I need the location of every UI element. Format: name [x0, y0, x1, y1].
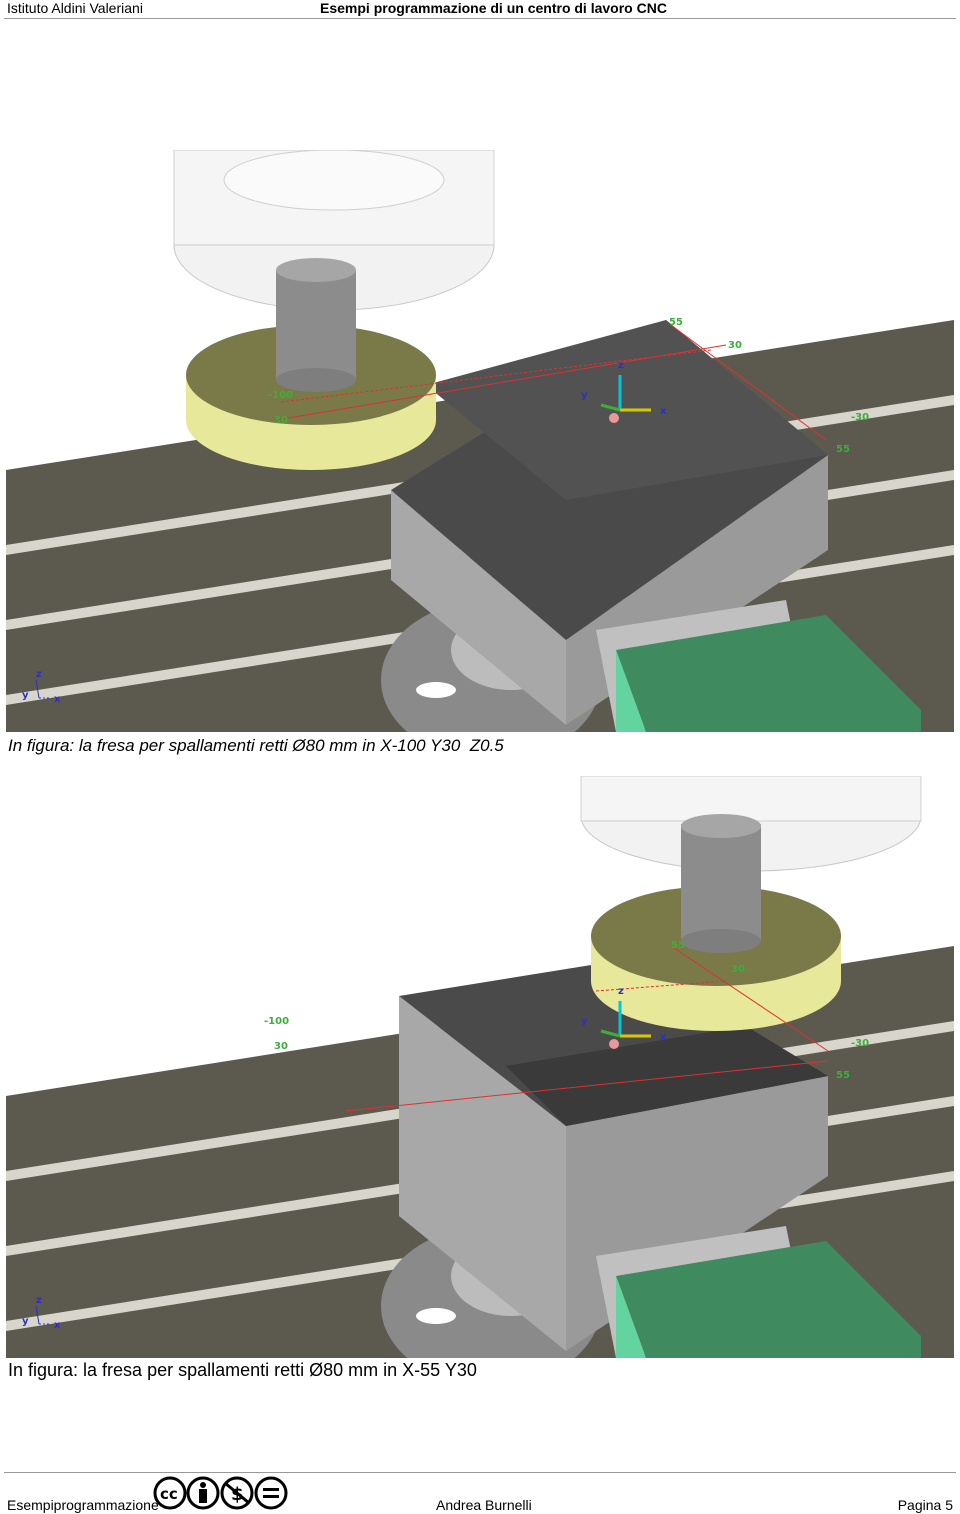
origin-axes-gizmo: z y x — [581, 360, 667, 423]
figure-caption-2: In figura: la fresa per spallamenti rett… — [8, 1360, 477, 1380]
cc-icon: cc — [153, 1476, 187, 1510]
license-badge: cc $ — [153, 1476, 288, 1510]
label-55-top: 55 — [669, 317, 683, 328]
nd-icon — [254, 1476, 288, 1510]
label-30-top: 30 — [728, 340, 742, 351]
label-55-top: 55 — [671, 940, 685, 951]
svg-text:y: y — [581, 1016, 588, 1027]
origin-axes-gizmo: z y x — [581, 986, 667, 1049]
toolpath-line — [670, 324, 827, 441]
label-neg100: -100 — [264, 1016, 289, 1027]
svg-text:x: x — [660, 1032, 667, 1043]
svg-text:cc: cc — [160, 1485, 178, 1503]
view-axes-icon: z y x — [22, 669, 61, 705]
svg-text:z: z — [36, 1295, 42, 1306]
header-divider — [4, 18, 956, 19]
label-55-right: 55 — [836, 444, 850, 455]
toolpath-line — [670, 945, 829, 1052]
toolpath-line — [345, 1060, 829, 1112]
label-30-left: 30 — [274, 1041, 288, 1052]
svg-text:z: z — [36, 669, 42, 680]
svg-text:y: y — [22, 1316, 29, 1327]
label-30-left: 30 — [274, 415, 288, 426]
svg-text:y: y — [22, 690, 29, 701]
header-school: Istituto Aldini Valeriani — [7, 0, 143, 16]
view-axes-icon: z y x — [22, 1295, 61, 1331]
footer-author: Andrea Burnelli — [436, 1497, 532, 1513]
label-neg30: -30 — [851, 1038, 869, 1049]
vise-jaw — [616, 1241, 921, 1358]
label-neg100: -100 — [268, 390, 293, 401]
workpiece-side — [399, 996, 566, 1351]
svg-text:z: z — [618, 360, 624, 371]
nc-icon: $ — [220, 1476, 254, 1510]
header-title: Esempi programmazione di un centro di la… — [320, 0, 667, 16]
svg-text:y: y — [581, 390, 588, 401]
workpiece-side — [391, 490, 566, 725]
figure-cnc-simulation-1: 55 30 -30 55 -100 30 z y x z y x — [6, 150, 954, 732]
svg-text:z: z — [618, 986, 624, 997]
cnc-scene-1: 55 30 -30 55 -100 30 z y x z y x — [6, 150, 954, 732]
svg-text:x: x — [54, 694, 61, 705]
page-header: Istituto Aldini Valeriani Esempi program… — [0, 0, 960, 19]
label-neg30: -30 — [851, 412, 869, 423]
footer-label: Esempiprogrammazione — [7, 1497, 159, 1513]
cnc-scene-2: 55 30 -30 55 -100 30 z y x z y x — [6, 776, 954, 1358]
footer-divider — [4, 1472, 956, 1473]
svg-text:x: x — [660, 406, 667, 417]
svg-text:x: x — [54, 1320, 61, 1331]
tool-shank — [681, 824, 761, 939]
footer-page-number: Pagina 5 — [897, 1497, 953, 1513]
figure-cnc-simulation-2: 55 30 -30 55 -100 30 z y x z y x — [6, 776, 954, 1358]
tool-shank — [276, 270, 356, 380]
label-55-right: 55 — [836, 1070, 850, 1081]
page-footer: Esempiprogrammazione cc $ Andrea Burnell… — [0, 1470, 960, 1514]
figure-caption-1: In figura: la fresa per spallamenti rett… — [8, 736, 504, 755]
label-30-top: 30 — [731, 964, 745, 975]
by-icon — [186, 1476, 220, 1510]
vise-jaw — [616, 615, 921, 732]
